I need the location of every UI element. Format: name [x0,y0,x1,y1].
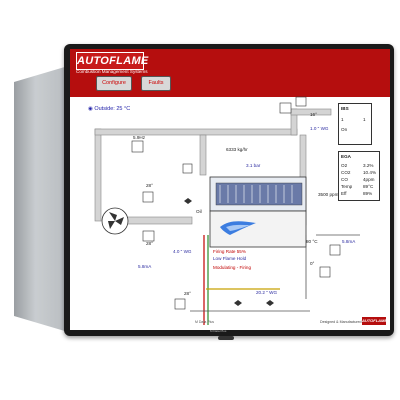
sensor-box-left-2 [142,230,155,242]
footer-logo: AUTOFLAME [362,317,388,325]
ega-label: O2 [341,163,348,168]
power-button[interactable] [218,336,234,340]
touchscreen: AUTOFLAME Combustion Management Systems … [70,49,390,330]
temp-bottom: 28° [184,291,191,296]
flue-pressure: 1.0 " WG [310,126,329,131]
sensor-box-right [329,244,341,256]
tds-reading: 3500 ppm [318,192,339,197]
footer-product: M Data Plus [195,320,215,324]
duct-mid [199,134,207,176]
device-side-panel [14,66,68,332]
ibs-panel[interactable]: IBS 1 1 On [338,103,372,145]
ibs-title: IBS [341,106,349,111]
steam-flow: 6333 kg/hr [226,147,248,152]
low-flame-status: Low Flame Hold [213,256,247,261]
air-pressure-left: 4.0 " WG [173,249,192,254]
gas-pressure: 20.2 " WG [256,290,278,295]
steam-pressure: 3.1 bar [246,163,261,168]
sensor-box-left [142,191,154,203]
ibs-row1: 1 [341,117,344,122]
pump-current: 5.8mA [342,239,356,244]
firing-rate: Firing Rate 55% [213,249,246,254]
ega-value: 4ppm [363,177,375,182]
sensor-box-mid [182,163,193,174]
ega-label: CO2 [341,170,351,175]
thermometer-icon: ◉ [88,106,93,112]
ega-panel[interactable]: EGA O2 3.2% CO2 10.4% CO 4ppm Temp 89°C … [338,151,380,201]
sensor-box-right-2 [319,266,331,278]
fan-current: 5.8mA [138,264,152,269]
ega-value: 89% [363,191,373,196]
valve-icon [234,300,242,306]
fuel-type: Oil [196,209,202,214]
ega-value: 3.2% [363,163,374,168]
burner-flame-core [226,224,250,231]
footer-credit: Designed & Manufactured by [320,320,367,324]
ega-value: 10.4% [363,170,377,175]
air-duct-top [94,128,298,136]
header-bar: AUTOFLAME Combustion Management Systems … [70,49,390,97]
boiler-schematic [94,96,360,325]
ibs-status: On [341,127,348,132]
outside-temp-readout: ◉ Outside: 25 °C [88,106,130,112]
water-level [215,182,303,206]
configure-button[interactable]: Configure [96,76,132,91]
valve-icon [266,300,274,306]
temp-left-top: 28° [146,183,153,188]
brand-logo: AUTOFLAME [76,52,149,70]
damper-sensor-box-2 [295,96,307,107]
ega-label: CO [341,177,348,182]
burner-status: Modulating - Firing [213,265,252,270]
fan-frequency: 5.9Hz [133,135,146,140]
ega-label: Eff [341,191,347,196]
temp-left: 28° [146,241,153,246]
level-zero: 0° [310,261,315,266]
water-temp: 80 °C [306,239,318,244]
ega-label: Temp [341,184,353,189]
air-duct-left [94,128,102,222]
brand-logo-text: AUTOFLAME [77,55,149,67]
ega-value: 89°C [363,184,374,189]
damper-sensor-box [279,102,292,114]
faults-button[interactable]: Faults [141,76,171,91]
bezel-label: M Data Plus [210,329,227,333]
sensor-box-bottom [174,298,186,310]
brand-subtitle: Combustion Management Systems [76,69,148,74]
fan-blades-icon [108,212,124,229]
outside-temp-label: Outside: 25 °C [94,106,131,112]
vsd-box [131,140,144,153]
flue-temp: 16° [310,112,317,117]
valve-icon [184,198,192,204]
ibs-row1-value: 1 [363,117,366,122]
ega-title: EGA [341,154,351,159]
